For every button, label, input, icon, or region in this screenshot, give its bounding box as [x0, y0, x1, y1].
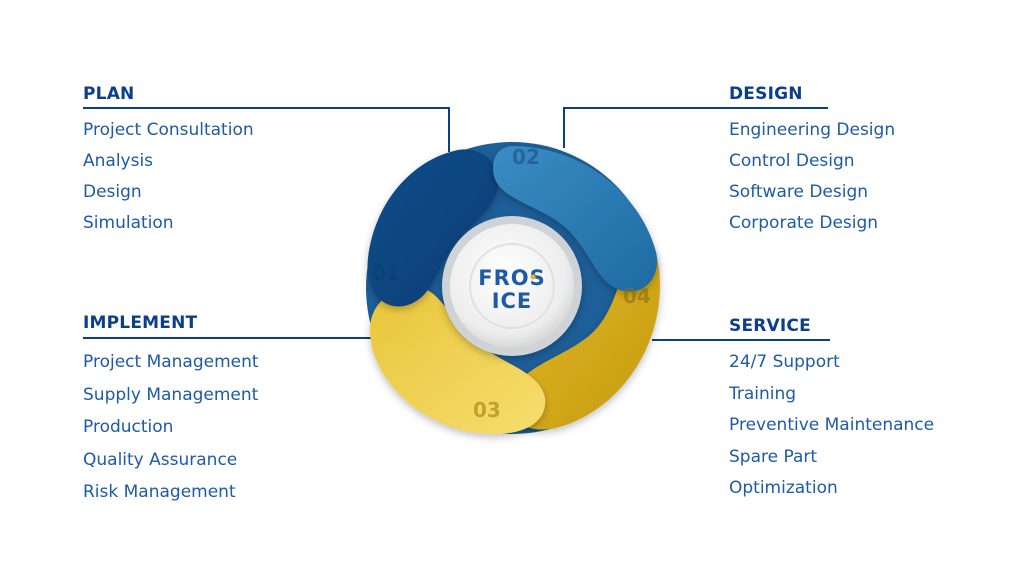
service-item: 24/7 Support: [729, 352, 840, 372]
plan-item: Design: [83, 182, 142, 202]
service-item: Training: [729, 383, 797, 404]
service-list: 24/7 Support Training Preventive Mainten…: [729, 347, 934, 505]
service-item: Spare Part: [729, 446, 818, 467]
logo-ring: [469, 243, 555, 329]
service-section: SERVICE 24/7 Support Training Preventive…: [729, 316, 934, 505]
plan-item: Analysis: [83, 151, 154, 171]
service-item: Preventive Maintenance: [729, 415, 935, 435]
implement-section: IMPLEMENT Project Management Supply Mana…: [83, 313, 259, 509]
plan-title: PLAN: [83, 84, 135, 104]
plan-item: Project Consultation: [83, 120, 254, 140]
design-section: DESIGN Engineering Design Control Design…: [729, 84, 895, 239]
implement-item: Quality Assurance: [83, 449, 238, 470]
implement-item: Production: [83, 417, 174, 437]
implement-item: Risk Management: [83, 482, 236, 502]
step-number-03: 03: [473, 398, 501, 422]
service-title: SERVICE: [729, 316, 811, 336]
design-connector-line: [563, 107, 828, 148]
service-item: Optimization: [729, 478, 838, 498]
logo-line1: FROS: [478, 266, 546, 290]
design-list: Engineering Design Control Design Softwa…: [729, 115, 895, 239]
implement-item: Project Management: [83, 352, 259, 372]
step-number-04: 04: [623, 284, 651, 308]
design-item: Engineering Design: [729, 120, 896, 140]
logo-line2: ICE: [492, 289, 533, 313]
plan-section: PLAN Project Consultation Analysis Desig…: [83, 84, 254, 239]
implement-list: Project Management Supply Management Pro…: [83, 346, 259, 509]
design-item: Control Design: [729, 151, 855, 171]
segment-03: [370, 287, 546, 435]
step-number-01: 01: [372, 261, 400, 285]
design-item: Corporate Design: [729, 213, 879, 233]
implement-title: IMPLEMENT: [83, 313, 198, 333]
center-disc: [450, 224, 574, 348]
logo-dot-icon: [530, 274, 536, 280]
segment-02: [493, 146, 658, 292]
implement-item: Supply Management: [83, 384, 259, 405]
design-title: DESIGN: [729, 84, 803, 104]
plan-connector-line: [83, 107, 450, 152]
step-number-02: 02: [512, 145, 540, 169]
design-item: Software Design: [729, 182, 869, 202]
plan-item: Simulation: [83, 213, 174, 233]
segment-01: [367, 149, 499, 307]
plan-list: Project Consultation Analysis Design Sim…: [83, 115, 254, 239]
